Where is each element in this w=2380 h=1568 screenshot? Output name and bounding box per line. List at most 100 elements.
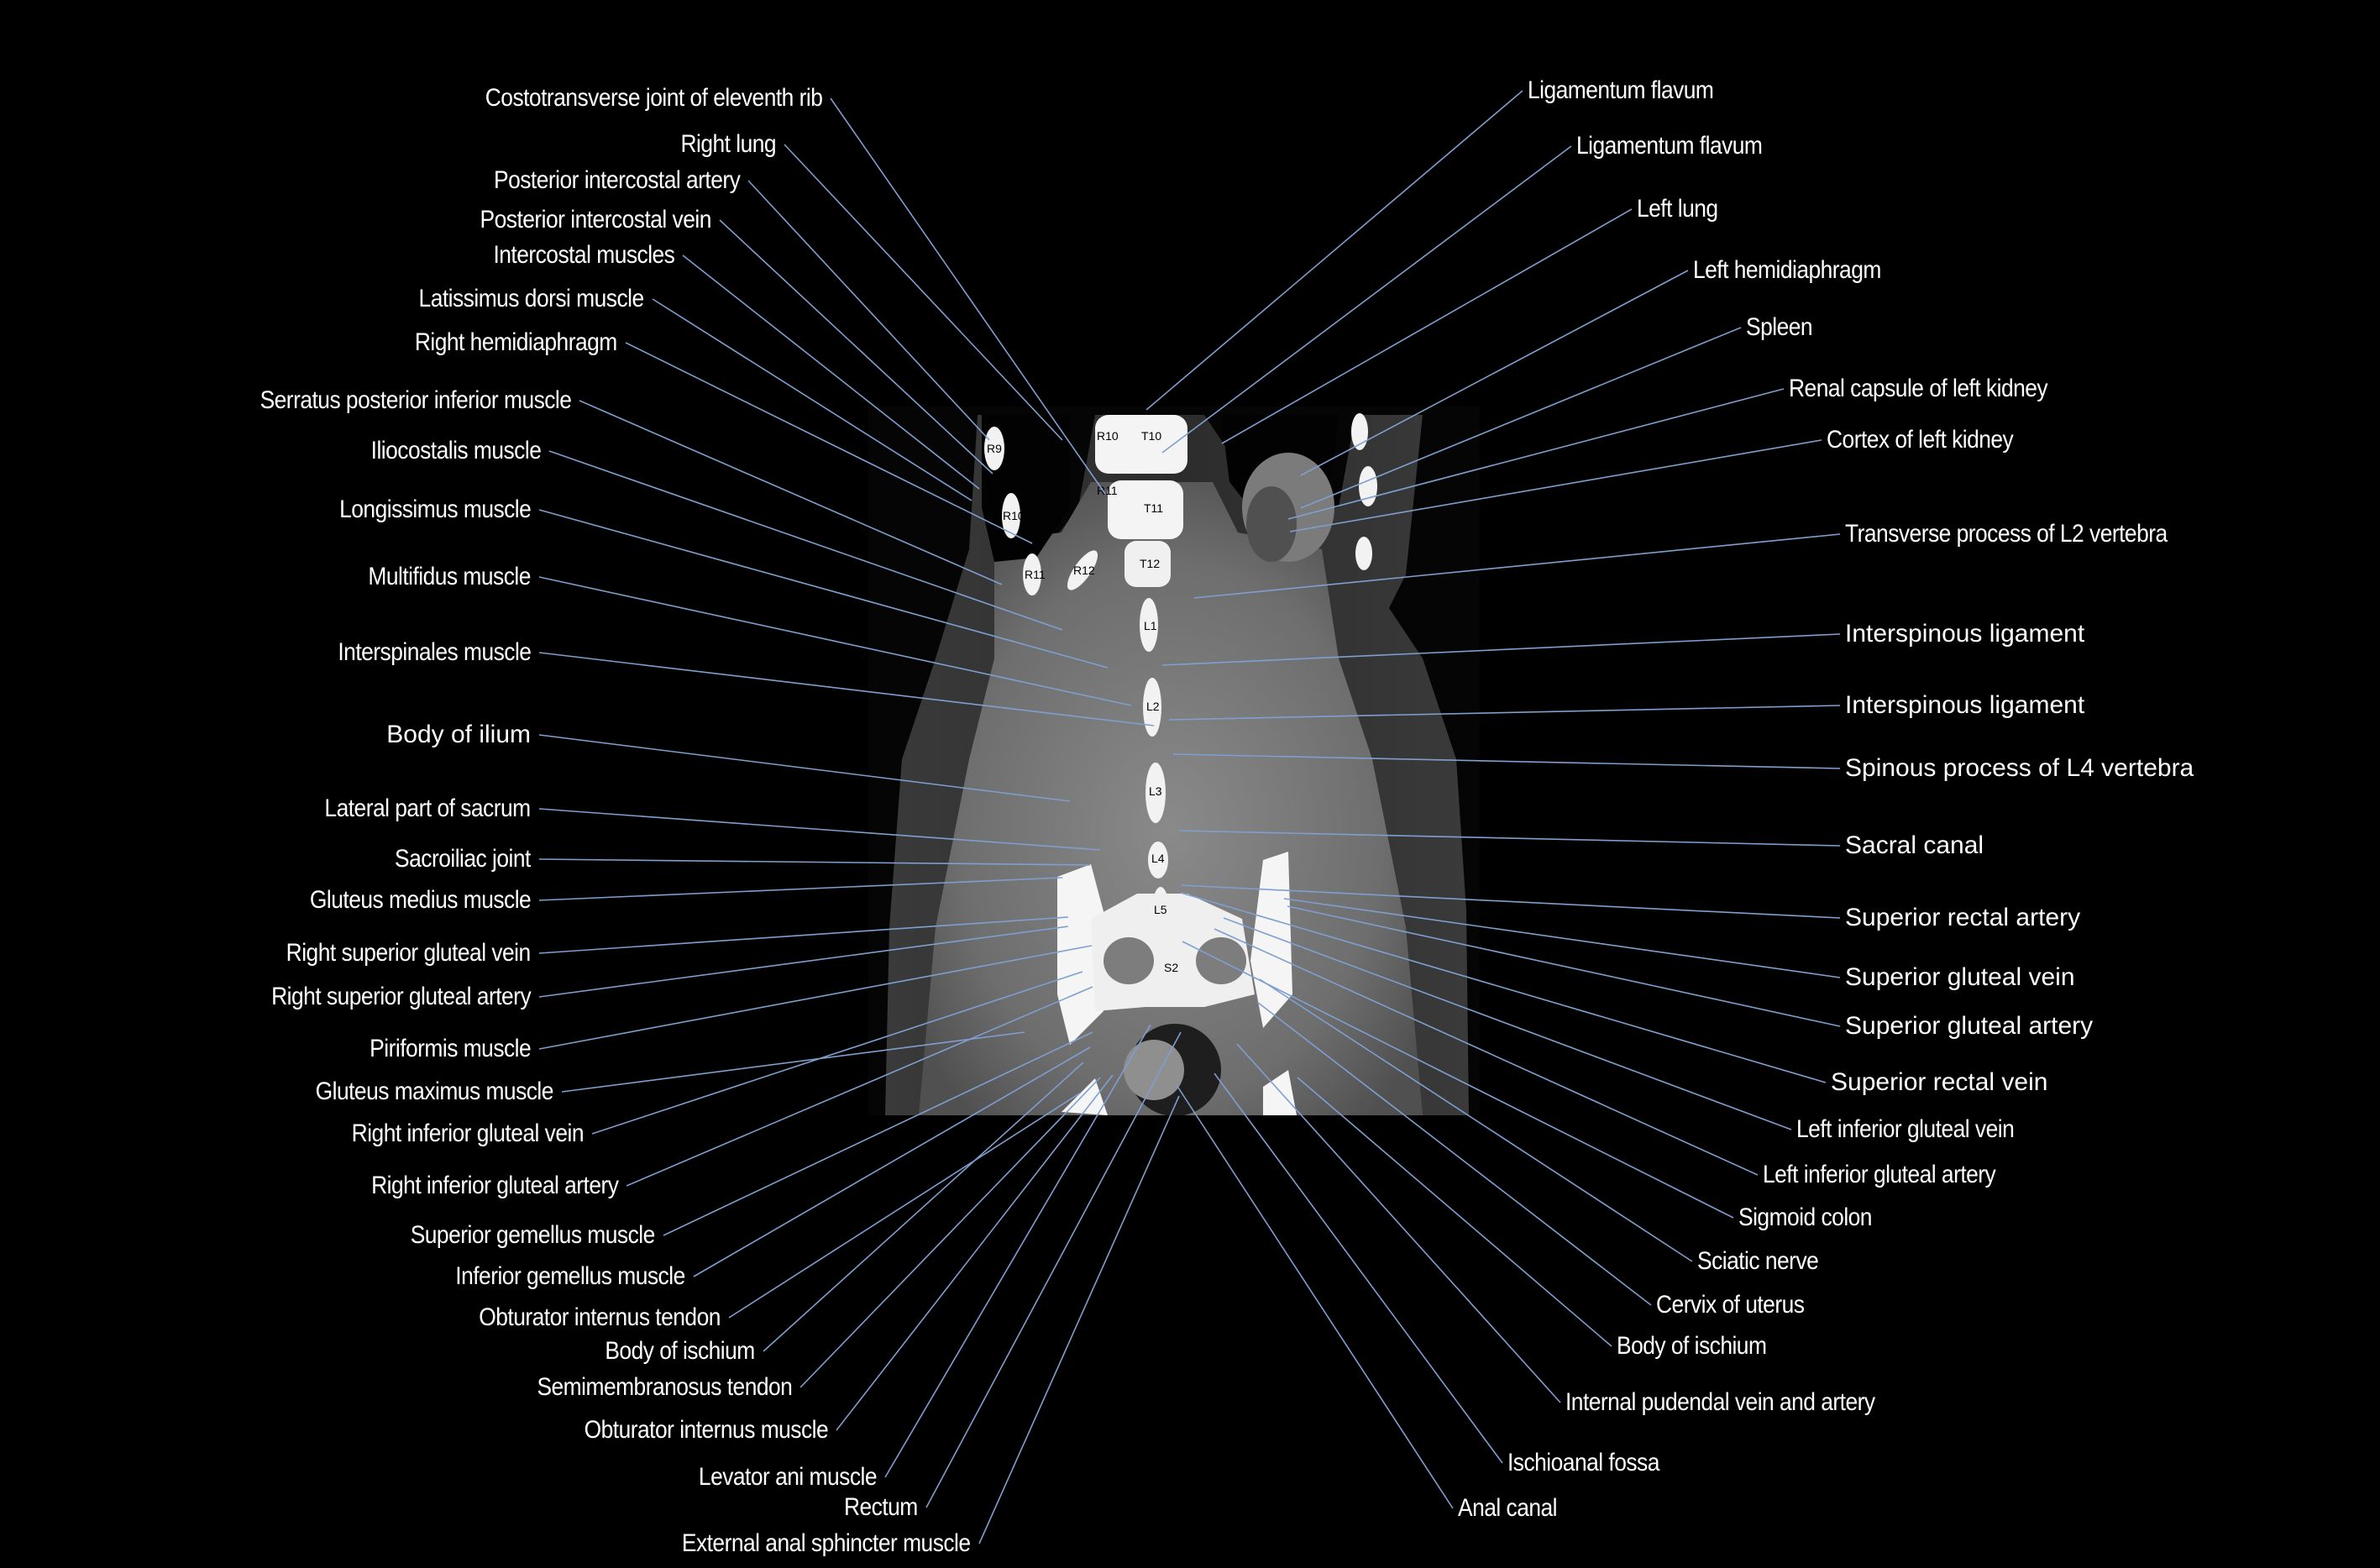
leader-line-spleen — [1300, 327, 1742, 509]
leader-line-iliocostalis-muscle — [548, 450, 1063, 631]
leader-line-posterior-intercostal-vein — [719, 219, 993, 475]
leader-line-left-hemidiaphragm — [1300, 270, 1689, 476]
leader-line-right-inferior-gluteal-vein — [591, 971, 1083, 1135]
leader-line-right-hemidiaphragm — [625, 342, 1033, 544]
leader-line-multifidus-muscle — [538, 576, 1132, 706]
leader-line-renal-capsule-of-left-kidney — [1287, 388, 1785, 520]
leader-line-ligamentum-flavum — [1161, 145, 1572, 454]
label-body-of-ilium: Body of ilium — [386, 721, 531, 748]
label-piriformis-muscle: Piriformis muscle — [370, 1035, 532, 1062]
leader-line-right-lung — [784, 144, 1063, 441]
leader-line-cortex-of-left-kidney — [1289, 439, 1822, 532]
label-latissimus-dorsi-muscle: Latissimus dorsi muscle — [418, 285, 645, 312]
leader-line-ischioanal-fossa — [1214, 1072, 1503, 1464]
leader-line-lateral-part-of-sacrum — [538, 808, 1101, 851]
label-superior-rectal-vein: Superior rectal vein — [1831, 1068, 2048, 1096]
label-lateral-part-of-sacrum: Lateral part of sacrum — [324, 794, 532, 822]
leader-line-costotransverse-joint-of-eleventh-rib — [830, 97, 1106, 495]
vertebra-label-s2: S2 — [1164, 961, 1178, 974]
leader-line-right-inferior-gluteal-artery — [626, 986, 1093, 1187]
label-right-superior-gluteal-vein: Right superior gluteal vein — [286, 939, 532, 967]
leader-line-rectum — [925, 1031, 1182, 1508]
leader-line-superior-gemellus-muscle — [663, 1031, 1093, 1236]
leader-line-right-superior-gluteal-vein — [538, 916, 1069, 954]
label-inferior-gemellus-muscle: Inferior gemellus muscle — [455, 1262, 686, 1290]
label-serratus-posterior-inferior-muscle: Serratus posterior inferior muscle — [259, 386, 571, 414]
leader-line-semimembranosus-tendon — [799, 1077, 1101, 1388]
vertebra-label-t12: T12 — [1140, 557, 1160, 570]
label-sciatic-nerve: Sciatic nerve — [1697, 1247, 1819, 1275]
label-posterior-intercostal-artery: Posterior intercostal artery — [493, 166, 741, 194]
label-anal-canal: Anal canal — [1458, 1494, 1558, 1522]
label-iliocostalis-muscle: Iliocostalis muscle — [370, 437, 541, 464]
leader-line-superior-gluteal-artery — [1287, 905, 1841, 1027]
label-right-inferior-gluteal-vein: Right inferior gluteal vein — [351, 1120, 585, 1147]
label-sacroiliac-joint: Sacroiliac joint — [395, 845, 531, 873]
leader-line-external-anal-sphincter-muscle — [978, 1095, 1180, 1544]
leader-line-right-superior-gluteal-artery — [538, 926, 1069, 998]
label-costotransverse-joint-of-eleventh-rib: Costotransverse joint of eleventh rib — [485, 84, 822, 112]
label-left-lung: Left lung — [1637, 195, 1718, 223]
label-transverse-process-of-l2-vertebra: Transverse process of L2 vertebra — [1845, 520, 2168, 548]
rib-label-r11-left: R11 — [1097, 484, 1118, 497]
ct-image-drawing: T10 T11 T12 L1 L2 L3 L4 L5 S2 R9 R10 R11… — [868, 406, 1480, 1115]
leader-line-gluteus-medius-muscle — [538, 877, 1063, 901]
leader-line-gluteus-maximus-muscle — [561, 1031, 1025, 1093]
leader-line-serratus-posterior-inferior-muscle — [579, 400, 1003, 585]
leader-line-left-inferior-gluteal-vein — [1223, 917, 1792, 1130]
leader-line-inferior-gemellus-muscle — [693, 1046, 1091, 1277]
label-superior-gemellus-muscle: Superior gemellus muscle — [410, 1221, 656, 1249]
label-rectum: Rectum — [844, 1493, 918, 1521]
label-interspinales-muscle: Interspinales muscle — [337, 638, 532, 666]
label-obturator-internus-tendon: Obturator internus tendon — [479, 1303, 721, 1331]
rib-label-r9: R9 — [987, 442, 1002, 455]
label-right-hemidiaphragm: Right hemidiaphragm — [415, 328, 617, 356]
leader-line-obturator-internus-muscle — [836, 1074, 1114, 1431]
leader-line-sigmoid-colon — [1182, 941, 1734, 1219]
leader-line-transverse-process-of-l2-vertebra — [1193, 533, 1841, 599]
rib-label-r12: R12 — [1073, 564, 1095, 577]
leader-line-interspinales-muscle — [538, 652, 1155, 726]
vertebra-label-l2: L2 — [1146, 700, 1160, 713]
leader-line-body-of-ilium — [538, 734, 1071, 802]
leader-line-cervix-of-uterus — [1256, 1001, 1652, 1306]
label-interspinous-ligament: Interspinous ligament — [1845, 620, 2085, 648]
label-sigmoid-colon: Sigmoid colon — [1738, 1204, 1872, 1231]
leader-line-sciatic-nerve — [1259, 978, 1693, 1262]
label-left-inferior-gluteal-vein: Left inferior gluteal vein — [1796, 1115, 2015, 1143]
leader-line-ligamentum-flavum — [1145, 90, 1523, 411]
label-superior-gluteal-vein: Superior gluteal vein — [1845, 963, 2075, 991]
label-cortex-of-left-kidney: Cortex of left kidney — [1827, 426, 2014, 454]
leader-line-intercostal-muscles — [682, 254, 980, 490]
label-left-inferior-gluteal-artery: Left inferior gluteal artery — [1763, 1161, 1996, 1188]
label-left-hemidiaphragm: Left hemidiaphragm — [1693, 256, 1881, 284]
label-spinous-process-of-l4-vertebra: Spinous process of L4 vertebra — [1845, 754, 2194, 782]
leader-line-sacral-canal — [1178, 830, 1841, 847]
label-right-inferior-gluteal-artery: Right inferior gluteal artery — [370, 1172, 619, 1199]
label-obturator-internus-muscle: Obturator internus muscle — [584, 1416, 828, 1444]
leader-line-interspinous-ligament — [1161, 633, 1841, 666]
label-interspinous-ligament: Interspinous ligament — [1845, 691, 2085, 719]
vertebra-label-l4: L4 — [1151, 852, 1165, 865]
leader-line-anal-canal — [1176, 1084, 1454, 1509]
label-spleen: Spleen — [1746, 313, 1813, 341]
leader-line-internal-pudendal-vein-and-artery — [1236, 1043, 1561, 1403]
label-gluteus-medius-muscle: Gluteus medius muscle — [309, 886, 532, 914]
label-cervix-of-uterus: Cervix of uterus — [1656, 1291, 1805, 1319]
vertebra-label-l3: L3 — [1149, 784, 1162, 798]
leader-line-body-of-ischium — [763, 1062, 1084, 1352]
leader-line-left-inferior-gluteal-artery — [1214, 928, 1759, 1176]
label-longissimus-muscle: Longissimus muscle — [338, 496, 532, 523]
label-ischioanal-fossa: Ischioanal fossa — [1507, 1449, 1659, 1476]
label-levator-ani-muscle: Levator ani muscle — [698, 1463, 878, 1491]
leader-line-piriformis-muscle — [538, 945, 1093, 1050]
leader-line-superior-rectal-artery — [1180, 884, 1841, 919]
vertebra-label-t10: T10 — [1141, 429, 1161, 443]
label-sacral-canal: Sacral canal — [1845, 831, 1984, 859]
vertebra-label-l5: L5 — [1154, 903, 1167, 916]
leader-line-interspinous-ligament — [1168, 705, 1841, 721]
label-ligamentum-flavum: Ligamentum flavum — [1576, 132, 1763, 160]
label-external-anal-sphincter-muscle: External anal sphincter muscle — [682, 1529, 971, 1557]
label-posterior-intercostal-vein: Posterior intercostal vein — [480, 206, 712, 233]
